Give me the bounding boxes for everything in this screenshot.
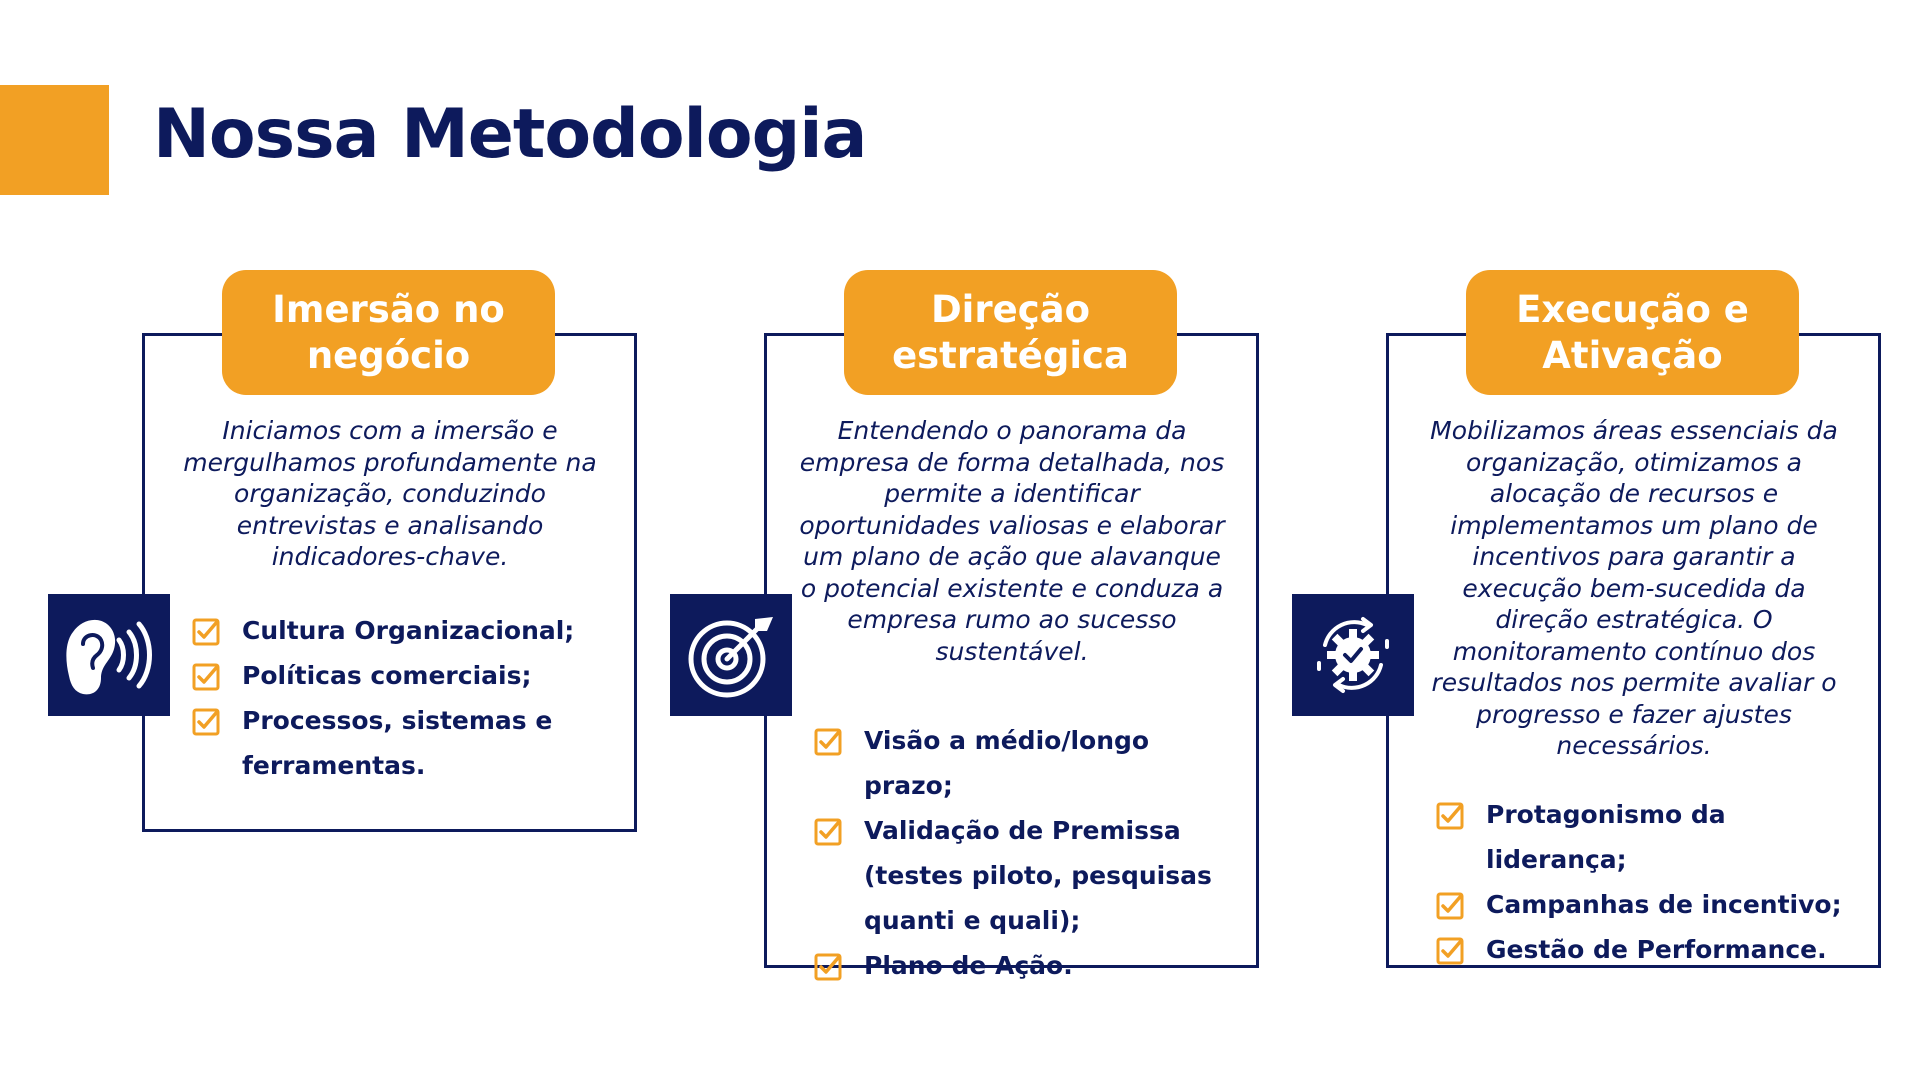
list-item-label: Processos, sistemas e ferramentas. bbox=[242, 706, 553, 780]
icon-box-immersion bbox=[48, 594, 170, 716]
checkbox-check-icon bbox=[1436, 892, 1464, 920]
checkbox-check-icon bbox=[192, 663, 220, 691]
icon-box-strategy bbox=[670, 594, 792, 716]
list-item: Plano de Ação. bbox=[814, 943, 1234, 988]
checkbox-check-icon bbox=[814, 953, 842, 981]
list-item: Validação de Premissa (testes piloto, pe… bbox=[814, 808, 1234, 943]
list-item: Protagonismo da liderança; bbox=[1436, 792, 1866, 882]
list-item-label: Visão a médio/longo prazo; bbox=[864, 726, 1150, 800]
page-title: Nossa Metodologia bbox=[153, 95, 867, 174]
list-item-label: Campanhas de incentivo; bbox=[1486, 890, 1842, 919]
ear-listening-icon bbox=[66, 619, 152, 695]
checkbox-check-icon bbox=[192, 618, 220, 646]
card-header-immersion: Imersão no negócio bbox=[222, 270, 555, 395]
list-item: Gestão de Performance. bbox=[1436, 927, 1866, 972]
checkbox-check-icon bbox=[192, 708, 220, 736]
card-description-execution: Mobilizamos áreas essenciais da organiza… bbox=[1430, 416, 1838, 760]
list-item-label: Validação de Premissa (testes piloto, pe… bbox=[864, 816, 1212, 935]
target-arrow-icon bbox=[688, 617, 773, 698]
card-execution bbox=[1386, 333, 1881, 968]
card-immersion bbox=[142, 333, 637, 832]
list-item: Visão a médio/longo prazo; bbox=[814, 718, 1234, 808]
checkbox-check-icon bbox=[1436, 802, 1464, 830]
list-item-label: Cultura Organizacional; bbox=[242, 616, 575, 645]
list-item: Cultura Organizacional; bbox=[192, 608, 582, 653]
card-header-execution: Execução e Ativação bbox=[1466, 270, 1799, 395]
checklist-strategy: Visão a médio/longo prazo; Validação de … bbox=[814, 718, 1234, 988]
list-item: Políticas comerciais; bbox=[192, 653, 582, 698]
checkbox-check-icon bbox=[814, 728, 842, 756]
list-item-label: Gestão de Performance. bbox=[1486, 935, 1827, 964]
card-header-strategy: Direção estratégica bbox=[844, 270, 1177, 395]
card-description-immersion: Iniciamos com a imersão e mergulhamos pr… bbox=[183, 416, 597, 571]
list-item-label: Protagonismo da liderança; bbox=[1486, 800, 1726, 874]
gear-cycle-check-icon bbox=[1317, 617, 1389, 693]
accent-block bbox=[0, 85, 109, 195]
checkbox-check-icon bbox=[814, 818, 842, 846]
checklist-execution: Protagonismo da liderança; Campanhas de … bbox=[1436, 792, 1866, 972]
icon-box-execution bbox=[1292, 594, 1414, 716]
checkbox-check-icon bbox=[1436, 937, 1464, 965]
card-description-strategy: Entendendo o panorama da empresa de form… bbox=[799, 416, 1225, 666]
checklist-immersion: Cultura Organizacional; Políticas comerc… bbox=[192, 608, 582, 788]
list-item: Processos, sistemas e ferramentas. bbox=[192, 698, 582, 788]
list-item: Campanhas de incentivo; bbox=[1436, 882, 1866, 927]
list-item-label: Políticas comerciais; bbox=[242, 661, 532, 690]
list-item-label: Plano de Ação. bbox=[864, 951, 1073, 980]
